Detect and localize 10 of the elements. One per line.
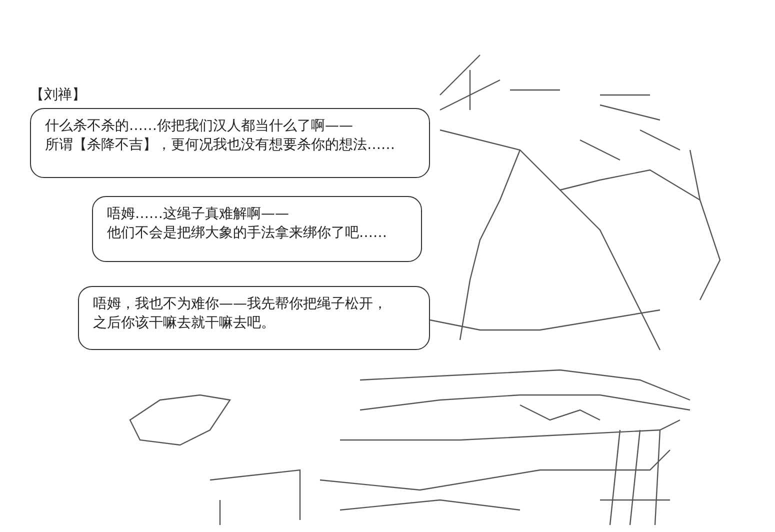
speech-bubble xyxy=(78,286,430,350)
speech-text: 什么杀不杀的……你把我们汉人都当什么了啊—— xyxy=(45,117,354,136)
speech-text: 唔姆……这绳子真难解啊—— xyxy=(107,205,290,224)
speech-text: 之后你该干嘛去就干嘛去吧。 xyxy=(93,314,276,333)
speech-text: 所谓【杀降不吉】，更何况我也没有想要杀你的想法…… xyxy=(45,136,396,155)
speech-bubble xyxy=(92,196,422,262)
speech-text: 唔姆，我也不为难你——我先帮你把绳子松开， xyxy=(93,295,388,314)
speech-bubble xyxy=(30,108,430,178)
speaker-name: 【刘禅】 xyxy=(30,86,86,104)
speech-text: 他们不会是把绑大象的手法拿来绑你了吧…… xyxy=(107,224,388,243)
